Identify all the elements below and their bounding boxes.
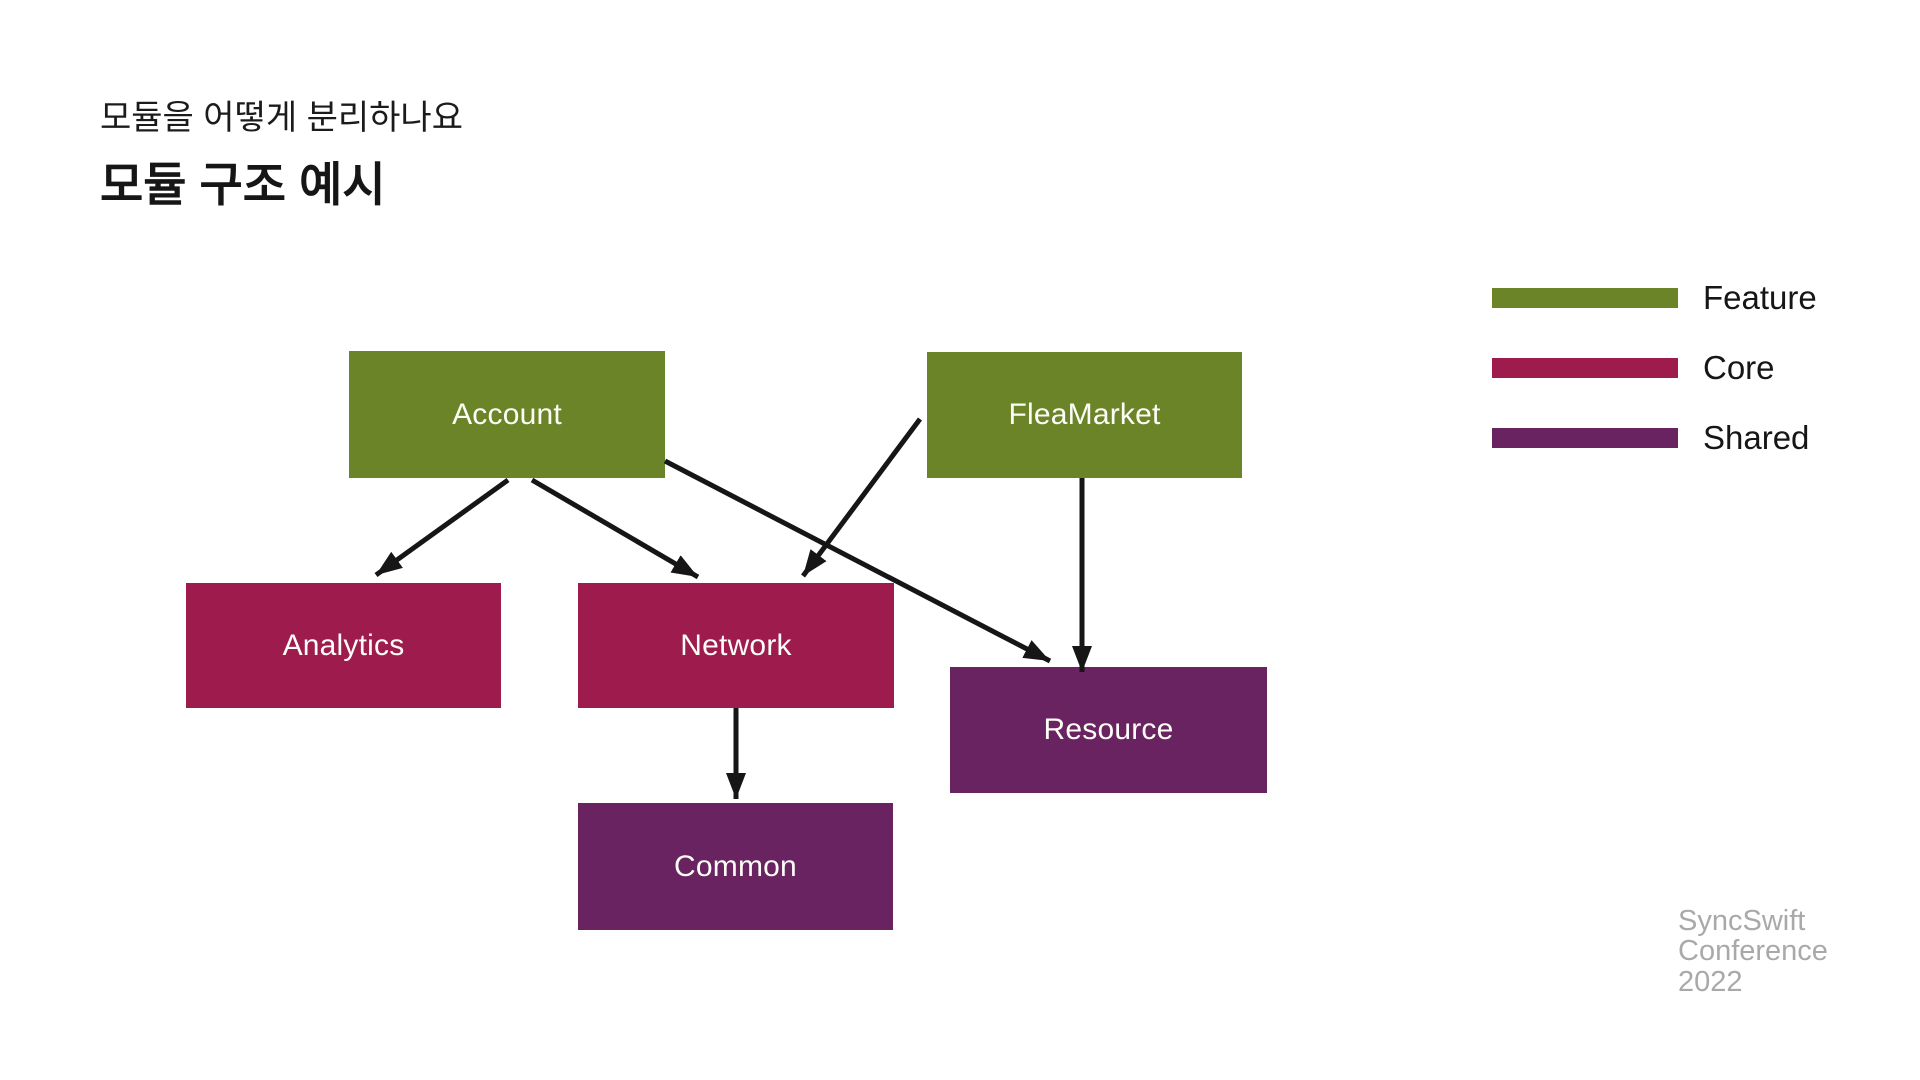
node-label-common: Common — [674, 849, 797, 883]
legend-swatch-feature — [1492, 288, 1678, 308]
node-account: Account — [349, 351, 665, 478]
legend: Feature Core Shared — [1492, 263, 1817, 473]
legend-swatch-shared — [1492, 428, 1678, 448]
legend-label-feature: Feature — [1703, 279, 1817, 316]
legend-item-feature: Feature — [1492, 263, 1817, 333]
node-network: Network — [578, 583, 894, 708]
node-common: Common — [578, 803, 893, 930]
node-label-analytics: Analytics — [282, 628, 405, 662]
node-label-account: Account — [452, 397, 562, 431]
node-label-fleamarket: FleaMarket — [1008, 398, 1161, 431]
node-label-resource: Resource — [1043, 713, 1174, 746]
node-resource: Resource — [950, 667, 1267, 793]
edge-account-analytics — [374, 477, 510, 578]
node-analytics: Analytics — [186, 583, 501, 708]
legend-item-core: Core — [1492, 333, 1817, 403]
edge-account-network — [530, 477, 700, 580]
edge-fleamarket-network — [800, 417, 923, 578]
legend-swatch-core — [1492, 358, 1678, 378]
node-fleamarket: FleaMarket — [927, 352, 1242, 478]
legend-label-shared: Shared — [1703, 419, 1810, 456]
watermark: SyncSwift Conference 2022 — [1678, 905, 1828, 998]
legend-item-shared: Shared — [1492, 403, 1817, 473]
node-label-network: Network — [680, 628, 792, 662]
slide-kicker: 모듈을 어떻게 분리하나요 — [100, 99, 463, 137]
legend-label-core: Core — [1703, 349, 1775, 386]
slide-title: 모듈 구조 예시 — [100, 158, 386, 211]
